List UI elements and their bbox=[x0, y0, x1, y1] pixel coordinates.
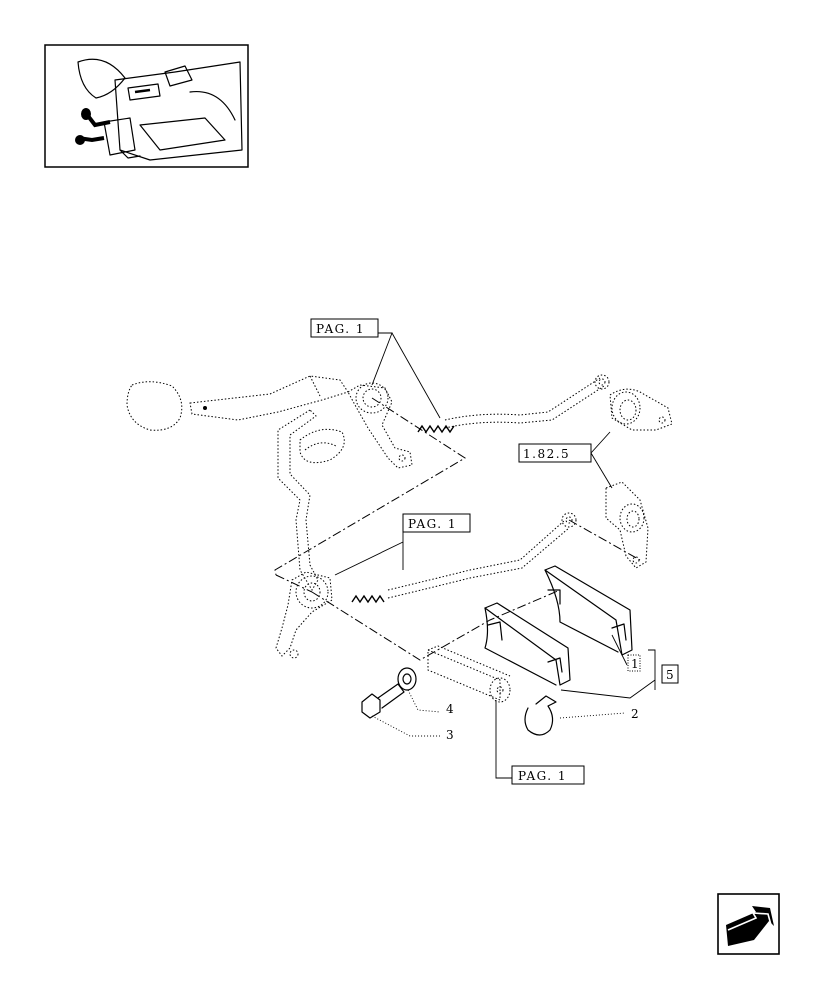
clip-part-2 bbox=[524, 695, 557, 736]
pivot-pin bbox=[427, 645, 511, 703]
ref-pag-mid-label: PAG. 1 bbox=[408, 517, 457, 531]
right-bellcrank-lower bbox=[605, 481, 649, 569]
upper-pedal-assembly bbox=[126, 374, 610, 469]
upper-lever bbox=[347, 384, 413, 469]
ref-box-pag-mid[interactable]: PAG. 1 bbox=[402, 513, 471, 533]
ref-pag-top-label: PAG. 1 bbox=[316, 322, 365, 336]
ref-group-label: 1.82.5 bbox=[523, 447, 570, 461]
callout-1: 1 bbox=[627, 654, 641, 672]
ref-pag-bottom-label: PAG. 1 bbox=[518, 769, 567, 783]
ref-box-pag-top[interactable]: PAG. 1 bbox=[310, 318, 379, 338]
pedal-pad bbox=[126, 381, 183, 431]
location-thumbnail[interactable] bbox=[44, 44, 249, 168]
bracket-front bbox=[484, 602, 571, 686]
ref-box-group[interactable]: 1.82.5 bbox=[518, 443, 592, 463]
navigation-arrow-icon[interactable] bbox=[717, 893, 780, 955]
callout-2: 2 bbox=[631, 707, 639, 721]
ref-box-pag-bottom[interactable]: PAG. 1 bbox=[511, 765, 585, 785]
bolt-part-3 bbox=[361, 683, 405, 719]
bracket-rear bbox=[544, 565, 633, 656]
washer-part-4 bbox=[397, 667, 417, 691]
lower-rod bbox=[387, 519, 566, 591]
svg-text:5: 5 bbox=[666, 668, 674, 682]
upper-spring bbox=[417, 424, 455, 434]
right-bellcrank-upper bbox=[609, 388, 673, 431]
lower-spring bbox=[351, 594, 385, 604]
leader-lines bbox=[334, 332, 656, 779]
callout-3: 3 bbox=[446, 728, 454, 742]
vertical-link bbox=[277, 409, 345, 591]
pedal-arm bbox=[189, 375, 349, 421]
tractor-cab-levers-icon bbox=[75, 58, 243, 161]
callout-4: 4 bbox=[446, 702, 454, 716]
svg-text:1: 1 bbox=[631, 657, 639, 671]
upper-rod bbox=[444, 377, 601, 421]
lower-lever-assembly bbox=[275, 512, 577, 659]
callout-5[interactable]: 5 bbox=[661, 664, 679, 684]
assembly-axis-lines bbox=[274, 397, 641, 661]
